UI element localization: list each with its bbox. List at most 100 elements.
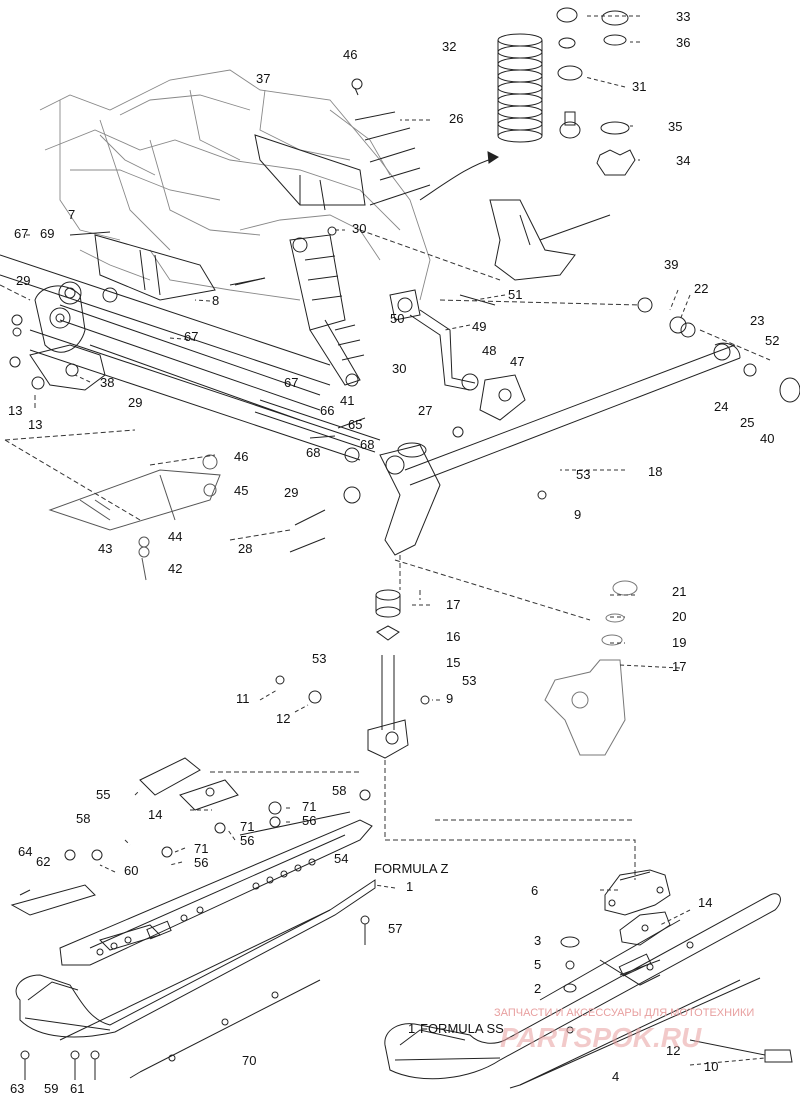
part-label-23: 23: [750, 313, 765, 328]
wear-pads: [139, 757, 239, 811]
part-label-52: 52: [765, 333, 780, 348]
drop-link: [389, 289, 526, 421]
part-label-14-right: 14: [698, 895, 713, 910]
part-label-6: 6: [531, 883, 539, 898]
part-label-47: 47: [510, 354, 525, 369]
part-label-33: 33: [676, 9, 691, 24]
part-label-25: 25: [740, 415, 755, 430]
part-label-53-top: 53: [576, 467, 591, 482]
part-label-61: 61: [70, 1081, 85, 1096]
left-bearing-brackets: [9, 281, 118, 391]
part-label-35: 35: [668, 119, 683, 134]
part-label-32: 32: [442, 39, 457, 54]
part-label-29-mid: 29: [128, 395, 143, 410]
part-label-50: 50: [390, 311, 405, 326]
part-label-66: 66: [320, 403, 335, 418]
part-label-5: 5: [534, 957, 542, 972]
part-label-49: 49: [472, 319, 487, 334]
part-label-20: 20: [672, 609, 687, 624]
ski-bolts: [20, 915, 370, 1080]
ski-formula-ss: [384, 893, 781, 1089]
part-label-63: 63: [10, 1081, 25, 1096]
part-label-14-left: 14: [148, 807, 163, 822]
part-label-60: 60: [124, 863, 139, 878]
spindle-shaft: [275, 589, 430, 759]
part-label-9-top: 9: [574, 507, 582, 522]
ski-saddle: [519, 869, 793, 1086]
part-label-53-low: 53: [462, 673, 477, 688]
part-label-11: 11: [236, 691, 250, 706]
part-label-27: 27: [418, 403, 433, 418]
part-label-67-mid: 67: [184, 329, 199, 344]
part-label-21: 21: [672, 584, 687, 599]
part-label-68-b: 68: [306, 445, 321, 460]
part-label-10: 10: [704, 1059, 719, 1074]
part-label-34: 34: [676, 153, 691, 168]
part-label-45: 45: [234, 483, 249, 498]
spring-arrow: [419, 151, 499, 201]
plate-bracket: [69, 231, 266, 301]
part-label-64: 64: [18, 844, 33, 859]
part-label-71-c: 71: [194, 841, 209, 856]
part-label-13-a: 13: [8, 403, 23, 418]
shock-absorber: [289, 226, 365, 387]
part-label-48: 48: [482, 343, 497, 358]
part-label-26: 26: [449, 111, 464, 126]
part-label-31: 31: [632, 79, 647, 94]
part-label-7: 7: [68, 207, 76, 222]
part-label-70: 70: [242, 1053, 257, 1068]
part-label-65: 65: [348, 417, 363, 432]
part-label-54: 54: [334, 851, 349, 866]
part-label-69: 69: [40, 226, 55, 241]
steering-arm-assembly: [489, 199, 611, 281]
part-label-39: 39: [664, 257, 679, 272]
part-label-3: 3: [534, 933, 542, 948]
part-label-44: 44: [168, 529, 183, 544]
spring-assembly: [497, 7, 636, 176]
part-label-29-low: 29: [284, 485, 299, 500]
part-label-67-lower: 67: [284, 375, 299, 390]
ski-formula-z: [15, 879, 376, 1079]
part-label-40: 40: [760, 431, 775, 446]
part-label-1-formula-z: 1: [406, 879, 414, 894]
variant-label-formula-ss: FORMULA SS: [420, 1021, 504, 1036]
part-label-56-a: 56: [302, 813, 317, 828]
part-label-13-b: 13: [28, 417, 43, 432]
part-label-30-mid: 30: [392, 361, 407, 376]
part-label-16: 16: [446, 629, 461, 644]
watermark-brand: PARTSPOK.RU: [500, 1022, 702, 1053]
part-label-19: 19: [672, 635, 687, 650]
part-label-53-mid: 53: [312, 651, 327, 666]
frame-rails: [0, 254, 381, 461]
part-label-1-formula-ss: 1: [408, 1021, 416, 1036]
part-label-2: 2: [534, 981, 542, 996]
variant-label-formula-z: FORMULA Z: [374, 861, 449, 876]
part-label-15: 15: [446, 655, 461, 670]
small-ski: [48, 454, 221, 581]
part-label-71-a: 71: [302, 799, 317, 814]
part-label-38: 38: [100, 375, 115, 390]
part-label-68-a: 68: [360, 437, 375, 452]
part-label-37: 37: [256, 71, 271, 86]
part-label-46-ski: 46: [234, 449, 249, 464]
part-label-18: 18: [648, 464, 663, 479]
part-label-43: 43: [98, 541, 113, 556]
part-label-28: 28: [238, 541, 253, 556]
part-label-55: 55: [96, 787, 111, 802]
part-label-4: 4: [612, 1069, 620, 1084]
part-label-8: 8: [212, 293, 220, 308]
tie-rod: [404, 297, 800, 486]
part-label-42: 42: [168, 561, 183, 576]
part-label-41: 41: [340, 393, 355, 408]
part-label-17-right: 17: [672, 659, 687, 674]
dashed-leaders: [0, 229, 771, 880]
bolts: [234, 277, 366, 553]
upper-mount: [254, 78, 431, 211]
spindle-housing: [343, 426, 547, 556]
watermark-tagline: ЗАПЧАСТИ И АКСЕССУАРЫ ДЛЯ МОТОТЕХНИКИ: [494, 1007, 755, 1019]
frame-outline: [39, 69, 431, 301]
part-label-30-top: 30: [352, 221, 367, 236]
part-label-62: 62: [36, 854, 51, 869]
